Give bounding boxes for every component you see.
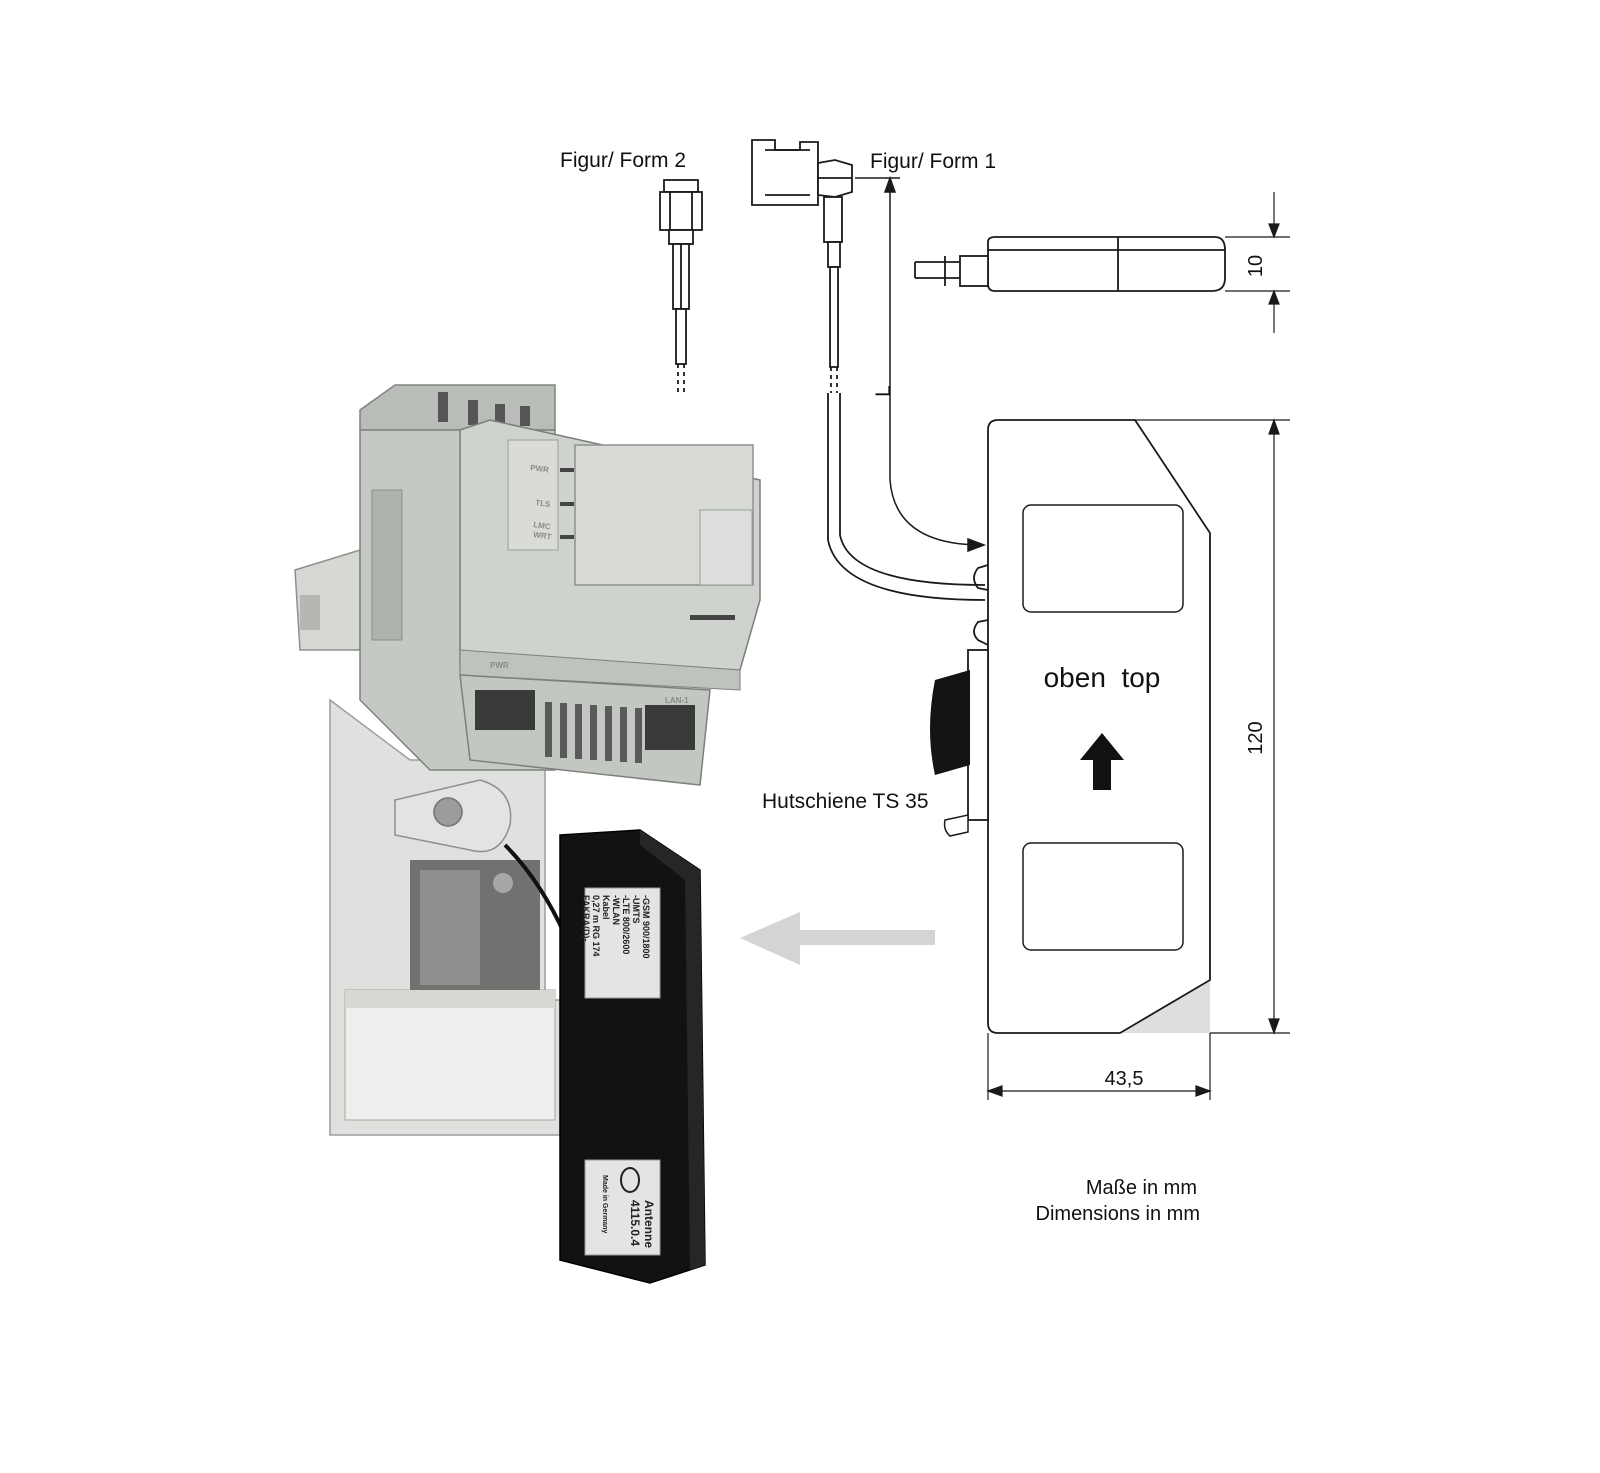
width-value: 43,5 (1105, 1068, 1144, 1090)
length-symbol: L (872, 385, 895, 397)
brand-logo-icon (620, 1167, 640, 1193)
units-label-de: Maße in mm (1086, 1177, 1197, 1199)
led-label-pwr: PWR (530, 463, 550, 475)
led-label-wrt: WRT (533, 530, 552, 541)
antenna-origin: Made in Germany (601, 1175, 608, 1233)
spec-line-6: 0,27 m RG 174 (591, 895, 601, 957)
led-label-lmc: LMC (533, 520, 552, 531)
form2-connector-drawing (659, 179, 703, 395)
form1-connector-drawing (751, 139, 986, 601)
form1-label: Figur/ Form 1 (870, 150, 996, 173)
spec-line-3: -LTE 800/2600 (621, 895, 631, 954)
spec-line-4: -WLAN (611, 895, 621, 925)
width-dimension (986, 1033, 1212, 1100)
front-view-drawing (930, 419, 1211, 1034)
rail-label: Hutschiene TS 35 (762, 790, 929, 813)
antenna-name-sticker: Antenne 4115.0.4 Made in Germany (601, 1175, 656, 1248)
thickness-dimension (1225, 192, 1290, 333)
side-view-drawing (914, 236, 1226, 292)
units-label-en: Dimensions in mm (1036, 1203, 1200, 1225)
antenna-name: Antenne (642, 1200, 656, 1248)
antenna-code: 4115.0.4 (628, 1200, 642, 1246)
spec-line-5: Kabel (601, 895, 611, 920)
up-arrow-icon (1080, 733, 1124, 790)
orientation-label: oben top (1044, 662, 1161, 693)
spec-line-2: -UMTS (631, 895, 641, 924)
form2-label: Figur/ Form 2 (560, 149, 686, 172)
mounting-arrow (740, 912, 935, 965)
pwr-bottom-label: PWR (490, 661, 509, 670)
spec-line-7: FAKRA(D)- (581, 895, 591, 942)
height-dimension (1135, 418, 1290, 1035)
led-label-tls: TLS (535, 498, 552, 509)
spec-line-1: -GSM 900/1800 (641, 895, 651, 959)
lan-label: LAN-1 (665, 696, 689, 705)
thickness-value: 10 (1245, 255, 1267, 277)
cable-length-dimension (855, 175, 987, 553)
height-value: 120 (1245, 721, 1267, 754)
antenna-spec-sticker: -GSM 900/1800 -UMTS -LTE 800/2600 -WLAN … (581, 895, 651, 959)
device-photo: PWR TLS LMC WRT PWR LAN-1 -GSM 900/1800 … (294, 384, 761, 1284)
